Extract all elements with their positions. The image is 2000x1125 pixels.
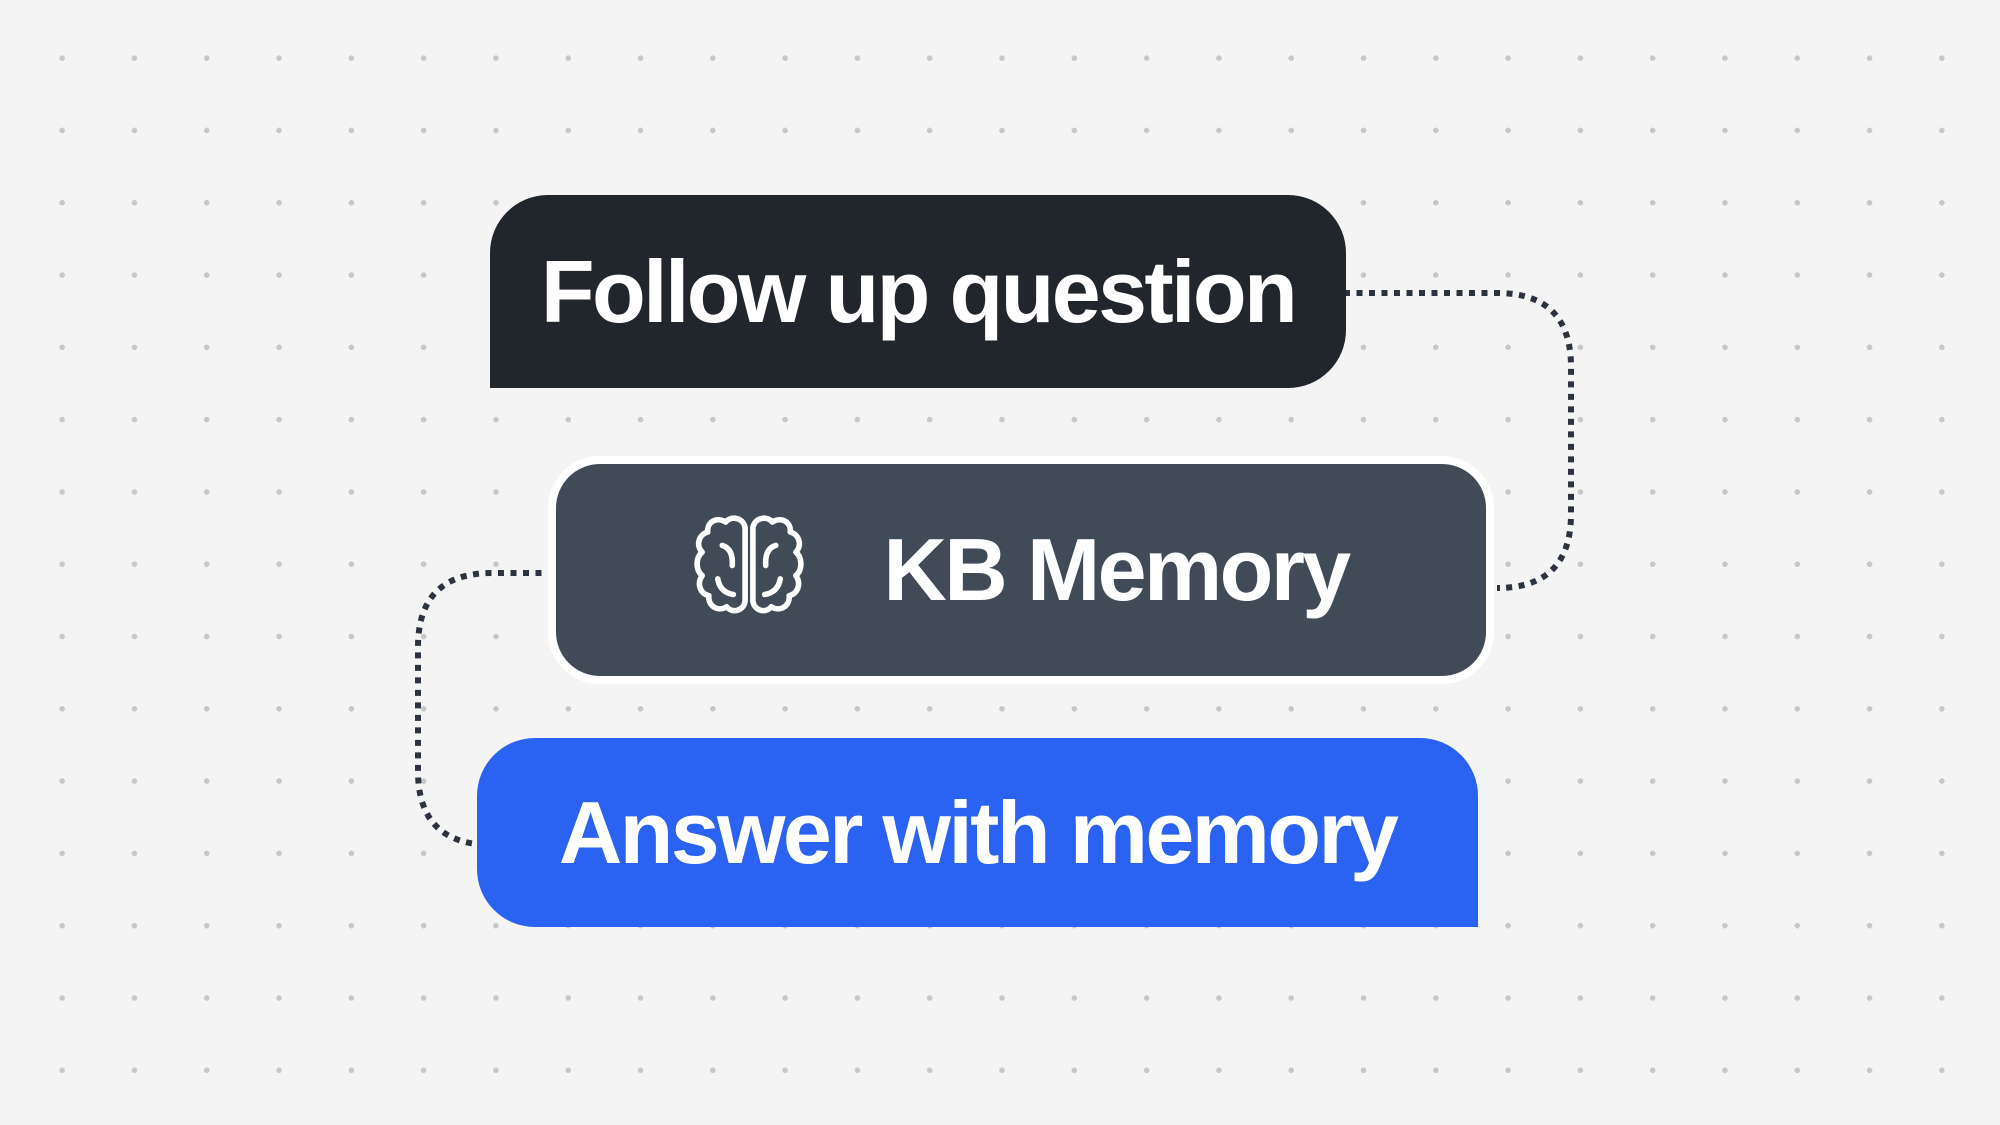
node-answer-with-memory-label: Answer with memory: [558, 782, 1399, 882]
node-follow-up-question-label: Follow up question: [540, 241, 1298, 341]
connector-followup-to-kb: [1344, 290, 1574, 591]
node-kb-memory: KB Memory: [548, 456, 1494, 684]
connector-kb-to-answer: [415, 570, 554, 848]
node-kb-memory-label: KB Memory: [883, 520, 1351, 619]
node-answer-with-memory: Answer with memory: [477, 738, 1478, 927]
node-follow-up-question: Follow up question: [490, 195, 1346, 388]
brain-icon: [694, 515, 805, 614]
